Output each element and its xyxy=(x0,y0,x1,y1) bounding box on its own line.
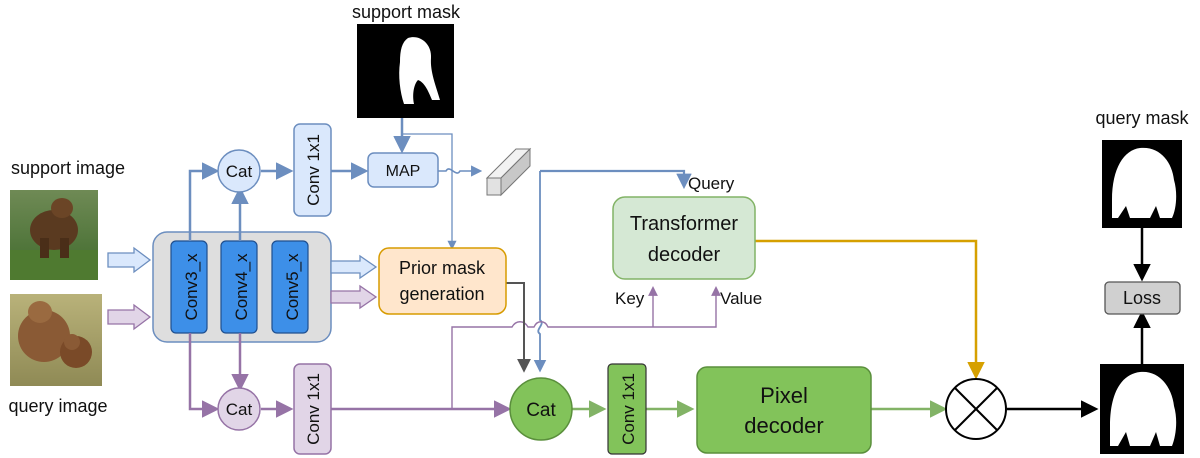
cat-bottom-node xyxy=(217,387,261,431)
cat-bottom-label: Cat xyxy=(226,400,253,419)
cat-center-node xyxy=(509,377,573,441)
conv1x1-mid-block xyxy=(607,363,647,455)
map-block xyxy=(367,152,439,188)
cat-center-label: Cat xyxy=(526,400,556,421)
conv1x1-bottom-block xyxy=(293,363,332,455)
support-mask-label: support mask xyxy=(352,2,461,22)
conv1x1-bottom-label: Conv 1x1 xyxy=(304,373,323,445)
transformer-to-product xyxy=(755,239,985,380)
prototype-vector xyxy=(485,147,532,197)
transformer-label-line1: Transformer xyxy=(630,213,739,235)
prior-mask-label-line2: generation xyxy=(399,284,484,304)
query-input-label: Query xyxy=(688,174,735,193)
query-image xyxy=(10,294,102,386)
map-to-prototype xyxy=(438,165,483,177)
query-mask-label: query mask xyxy=(1095,108,1189,128)
support-input-arrow xyxy=(107,246,152,274)
prior-mask-block xyxy=(378,247,507,315)
map-label: MAP xyxy=(386,163,421,180)
query-mask-image xyxy=(1102,140,1182,228)
value-input-label: Value xyxy=(720,289,762,308)
query-feature-branch xyxy=(451,286,721,409)
conv4-label: Conv4_x xyxy=(232,253,251,321)
query-image-label: query image xyxy=(8,396,107,416)
pixel-decoder-label-line1: Pixel xyxy=(760,383,808,408)
conv3-label: Conv3_x xyxy=(182,253,201,321)
prototype-to-query xyxy=(540,169,692,190)
loss-label: Loss xyxy=(1123,288,1161,308)
cat-top-node xyxy=(217,149,261,193)
conv5-label: Conv5_x xyxy=(283,253,302,321)
predicted-mask-image xyxy=(1100,364,1184,454)
multiply-node xyxy=(945,378,1007,440)
loss-block xyxy=(1104,281,1181,315)
conv1x1-top-block xyxy=(293,123,332,217)
key-input-label: Key xyxy=(615,289,645,308)
conv3-to-cat-bottom xyxy=(188,333,220,418)
cat-top-label: Cat xyxy=(226,162,253,181)
transformer-label-line2: decoder xyxy=(648,244,721,266)
pixel-decoder-label-line2: decoder xyxy=(744,413,824,438)
mask-to-prior xyxy=(402,133,457,250)
conv1x1-mid-label: Conv 1x1 xyxy=(619,373,638,445)
transformer-decoder-block xyxy=(612,196,756,280)
support-image-label: support image xyxy=(11,158,125,178)
conv3-to-cat-top xyxy=(188,162,220,241)
backbone-query-arrow xyxy=(330,284,378,310)
pixel-decoder-block xyxy=(696,366,872,454)
conv1x1-top-label: Conv 1x1 xyxy=(304,134,323,206)
conv5-block xyxy=(271,240,309,334)
prior-to-cat-center xyxy=(506,282,531,373)
prototype-to-cat-center xyxy=(533,171,547,373)
backbone-support-arrow xyxy=(330,254,378,280)
prior-mask-label-line1: Prior mask xyxy=(399,258,486,278)
support-image xyxy=(10,190,98,280)
query-input-arrow xyxy=(107,303,152,331)
support-mask-image xyxy=(357,24,454,118)
